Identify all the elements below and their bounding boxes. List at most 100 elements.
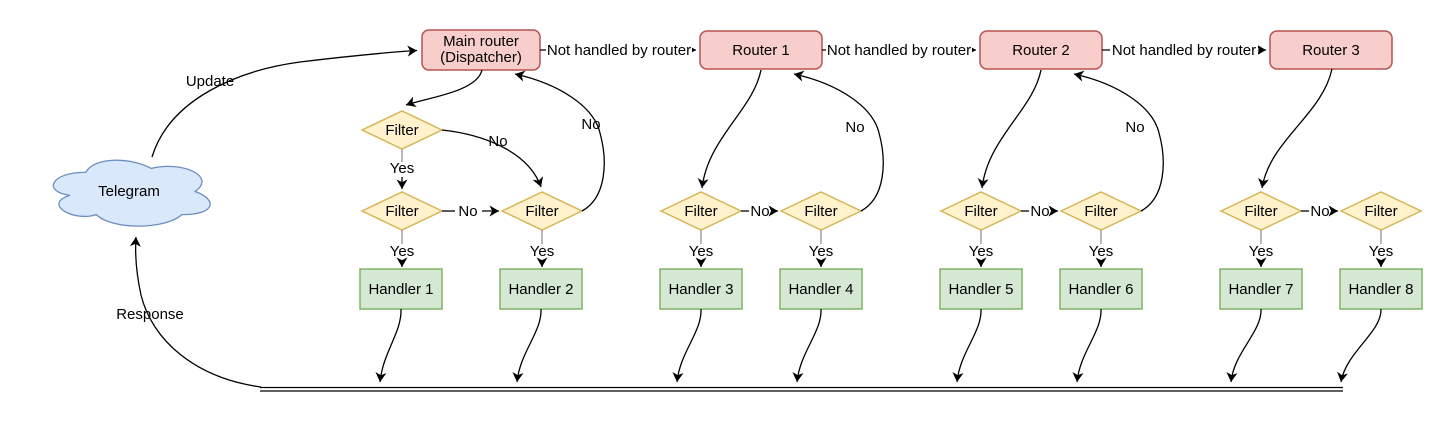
not-handled-edge-3: Not handled by router: [1102, 42, 1266, 59]
router-1-label: Router 1: [732, 42, 790, 59]
no-label: No: [1310, 203, 1329, 220]
label-bg: [826, 42, 972, 58]
handler-3-drop-edge: [672, 308, 702, 383]
main-filter-left-node: Filter: [360, 191, 444, 231]
handler-2-drop-edge: [512, 308, 542, 383]
router-1-return-no-edge: No: [793, 70, 884, 212]
router-2-label: Router 2: [1012, 42, 1070, 59]
main-top-filter-node: Filter: [360, 110, 444, 150]
router-2-filter-no-edge: No: [1021, 203, 1058, 220]
yes-label: Yes: [689, 243, 713, 260]
yes-label: Yes: [390, 160, 414, 177]
yes-label: Yes: [530, 243, 554, 260]
router-1-node: Router 1: [699, 30, 823, 70]
no-label: No: [581, 116, 600, 133]
filter-label: Filter: [385, 203, 418, 220]
router-3-to-filter-edge: [1258, 68, 1333, 189]
handler-7-node: Handler 7: [1219, 268, 1303, 310]
label-bg: [1110, 42, 1258, 58]
handler-box: [359, 268, 443, 310]
main-filter-no-edge: No: [442, 203, 499, 220]
handler-1-node: Handler 1: [359, 268, 443, 310]
handler-6-drop-edge: [1072, 308, 1102, 383]
label-bg: [546, 42, 692, 58]
filter-label: Filter: [1084, 203, 1117, 220]
filter-label: Filter: [1364, 203, 1397, 220]
main-return-no-edge: No: [514, 70, 605, 212]
router-2-return-no-edge: No: [1073, 70, 1164, 212]
router-3-filter-right-node: Filter: [1339, 191, 1423, 231]
handler-6-node: Handler 6: [1059, 268, 1143, 310]
handler-drop-edges: [375, 308, 1382, 383]
cloud-shape: [52, 159, 211, 227]
no-label: No: [750, 203, 769, 220]
yes-label: Yes: [1089, 243, 1113, 260]
main-router-label-line1: Main router: [443, 33, 519, 50]
handler-5-label: Handler 5: [948, 281, 1013, 298]
no-label: No: [488, 133, 507, 150]
router-2-filter-left-node: Filter: [939, 191, 1023, 231]
handler-6-label: Handler 6: [1068, 281, 1133, 298]
filter-row: Filter Filter Filter Filter Filter Filte…: [360, 191, 1423, 231]
no-curve: [793, 70, 884, 212]
handler-2-node: Handler 2: [499, 268, 583, 310]
no-label: No: [1030, 203, 1049, 220]
router-3-filter-left-node: Filter: [1219, 191, 1303, 231]
handler-box: [499, 268, 583, 310]
filter-label: Filter: [684, 203, 717, 220]
cloud-label: Telegram: [98, 183, 160, 200]
yes-label: Yes: [1249, 243, 1273, 260]
router-3-box: [1269, 30, 1393, 70]
handler-4-drop-edge: [792, 308, 822, 383]
router-1-to-filter-edge: [697, 69, 762, 189]
handler-5-node: Handler 5: [939, 268, 1023, 310]
yes-edges: Yes Yes Yes Yes Yes Yes Yes Yes: [390, 230, 1393, 267]
handler-8-drop-edge: [1337, 308, 1382, 383]
filter-label: Filter: [385, 122, 418, 139]
handler-8-label: Handler 8: [1348, 281, 1413, 298]
filter-label: Filter: [1244, 203, 1277, 220]
main-router-node: Main router (Dispatcher): [421, 29, 541, 71]
filter-label: Filter: [525, 203, 558, 220]
router-2-filter-right-node: Filter: [1059, 191, 1143, 231]
handler-1-drop-edge: [375, 308, 402, 383]
no-label: No: [458, 203, 477, 220]
handler-4-node: Handler 4: [779, 268, 863, 310]
not-handled-edge-2: Not handled by router: [822, 42, 976, 59]
handler-box: [659, 268, 743, 310]
handler-7-drop-edge: [1226, 308, 1262, 383]
handler-box: [1219, 268, 1303, 310]
yes-label: Yes: [1369, 243, 1393, 260]
telegram-cloud-node: Telegram: [52, 159, 211, 227]
handler-row: Handler 1 Handler 2 Handler 3 Handler 4 …: [359, 268, 1423, 310]
handler-box: [779, 268, 863, 310]
update-edge: [151, 45, 418, 158]
handler-box: [1339, 268, 1423, 310]
router-1-filter-right-node: Filter: [779, 191, 863, 231]
no-curve: [1073, 70, 1164, 212]
handler-3-label: Handler 3: [668, 281, 733, 298]
handler-3-node: Handler 3: [659, 268, 743, 310]
router-1-filter-no-edge: No: [741, 203, 778, 220]
router-3-filter-no-edge: No: [1301, 203, 1338, 220]
response-edge-label: Response: [116, 306, 184, 323]
not-handled-label-3: Not handled by router: [1112, 42, 1256, 59]
handler-7-label: Handler 7: [1228, 281, 1293, 298]
router-2-to-filter-edge: [977, 69, 1042, 189]
yes-label: Yes: [969, 243, 993, 260]
filter-label: Filter: [804, 203, 837, 220]
router-3-label: Router 3: [1302, 42, 1360, 59]
not-handled-label-2: Not handled by router: [827, 42, 971, 59]
router-1-filter-left-node: Filter: [659, 191, 743, 231]
yes-label: Yes: [809, 243, 833, 260]
main-router-to-filter-edge: [405, 69, 483, 108]
handler-box: [1059, 268, 1143, 310]
main-top-filter-no-edge: [441, 129, 544, 188]
update-edge-label: Update: [186, 73, 234, 90]
not-handled-label-1: Not handled by router: [547, 42, 691, 59]
yes-label: Yes: [390, 243, 414, 260]
main-filter-right-node: Filter: [500, 191, 584, 231]
router-3-node: Router 3: [1269, 30, 1393, 70]
